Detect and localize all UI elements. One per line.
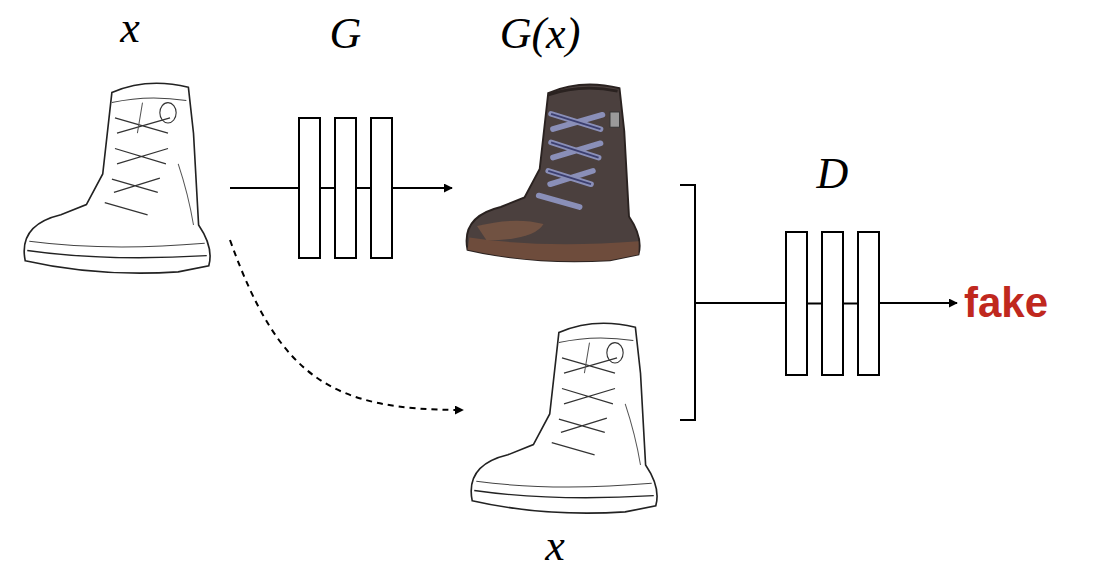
output-arrow xyxy=(880,302,957,304)
layer-link xyxy=(357,187,372,189)
layer-block xyxy=(858,232,879,375)
math-label: D xyxy=(817,152,849,196)
generated-image-node: G(x) xyxy=(452,10,650,280)
generator-network: G xyxy=(298,10,393,260)
layer-block xyxy=(371,118,392,258)
input-sketch xyxy=(24,83,210,273)
math-label: G xyxy=(330,12,362,56)
layer-link xyxy=(808,303,823,305)
discriminator-network: D xyxy=(785,150,880,380)
connector xyxy=(680,185,785,303)
output-label: fake xyxy=(964,282,1048,324)
math-label: G(x) xyxy=(500,12,581,56)
layer-block xyxy=(299,118,320,258)
connector xyxy=(230,187,298,189)
condition-image-node: x xyxy=(455,300,670,570)
input-image-node: x xyxy=(5,4,230,280)
layer-link xyxy=(844,303,859,305)
dashed-connector xyxy=(230,240,463,410)
layer-link xyxy=(321,187,336,189)
condition-sketch xyxy=(471,323,657,513)
connector xyxy=(393,187,452,189)
layer-block xyxy=(786,232,807,375)
math-label: x xyxy=(545,524,565,568)
math-label: x xyxy=(120,6,140,50)
connector xyxy=(680,303,785,420)
layer-block xyxy=(335,118,356,258)
layer-block xyxy=(822,232,843,375)
generated-boot xyxy=(467,84,640,261)
